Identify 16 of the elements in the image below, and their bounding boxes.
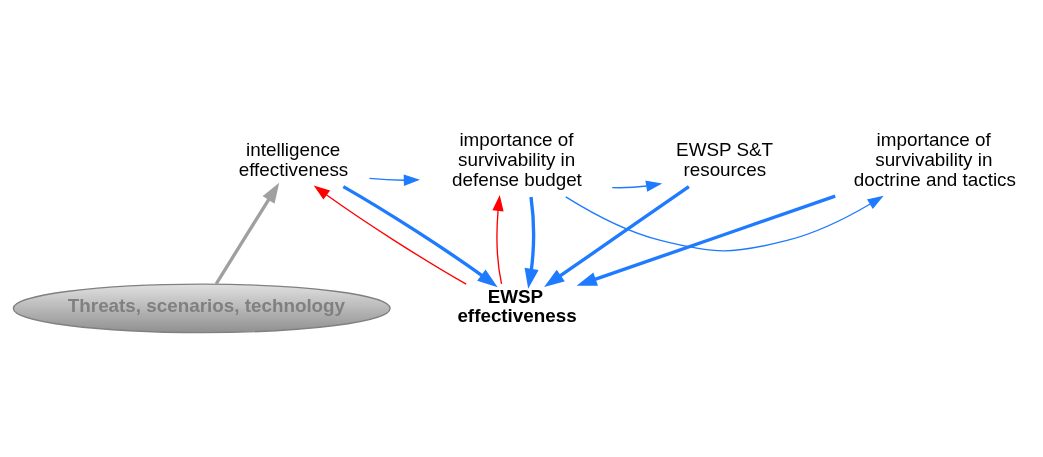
arrow bbox=[611, 179, 663, 192]
node-text: importance of survivability in defense budget bbox=[452, 128, 582, 190]
arrow bbox=[214, 182, 280, 285]
arrow bbox=[544, 184, 690, 287]
arrow bbox=[342, 184, 498, 287]
node-text: importance of survivability in doctrine and tactics bbox=[853, 128, 1016, 190]
node-text: intelligence effectiveness bbox=[238, 138, 349, 180]
arrow bbox=[576, 194, 836, 286]
arrow bbox=[313, 184, 467, 285]
arrow bbox=[492, 194, 504, 284]
node-ellipse: Threats, scenarios, technology bbox=[12, 283, 391, 333]
arrow bbox=[565, 195, 884, 252]
arrow bbox=[524, 196, 539, 289]
node-text: EWSP S&T resources bbox=[676, 138, 774, 180]
node-text: EWSP effectiveness bbox=[457, 285, 577, 326]
arrow bbox=[368, 174, 420, 186]
